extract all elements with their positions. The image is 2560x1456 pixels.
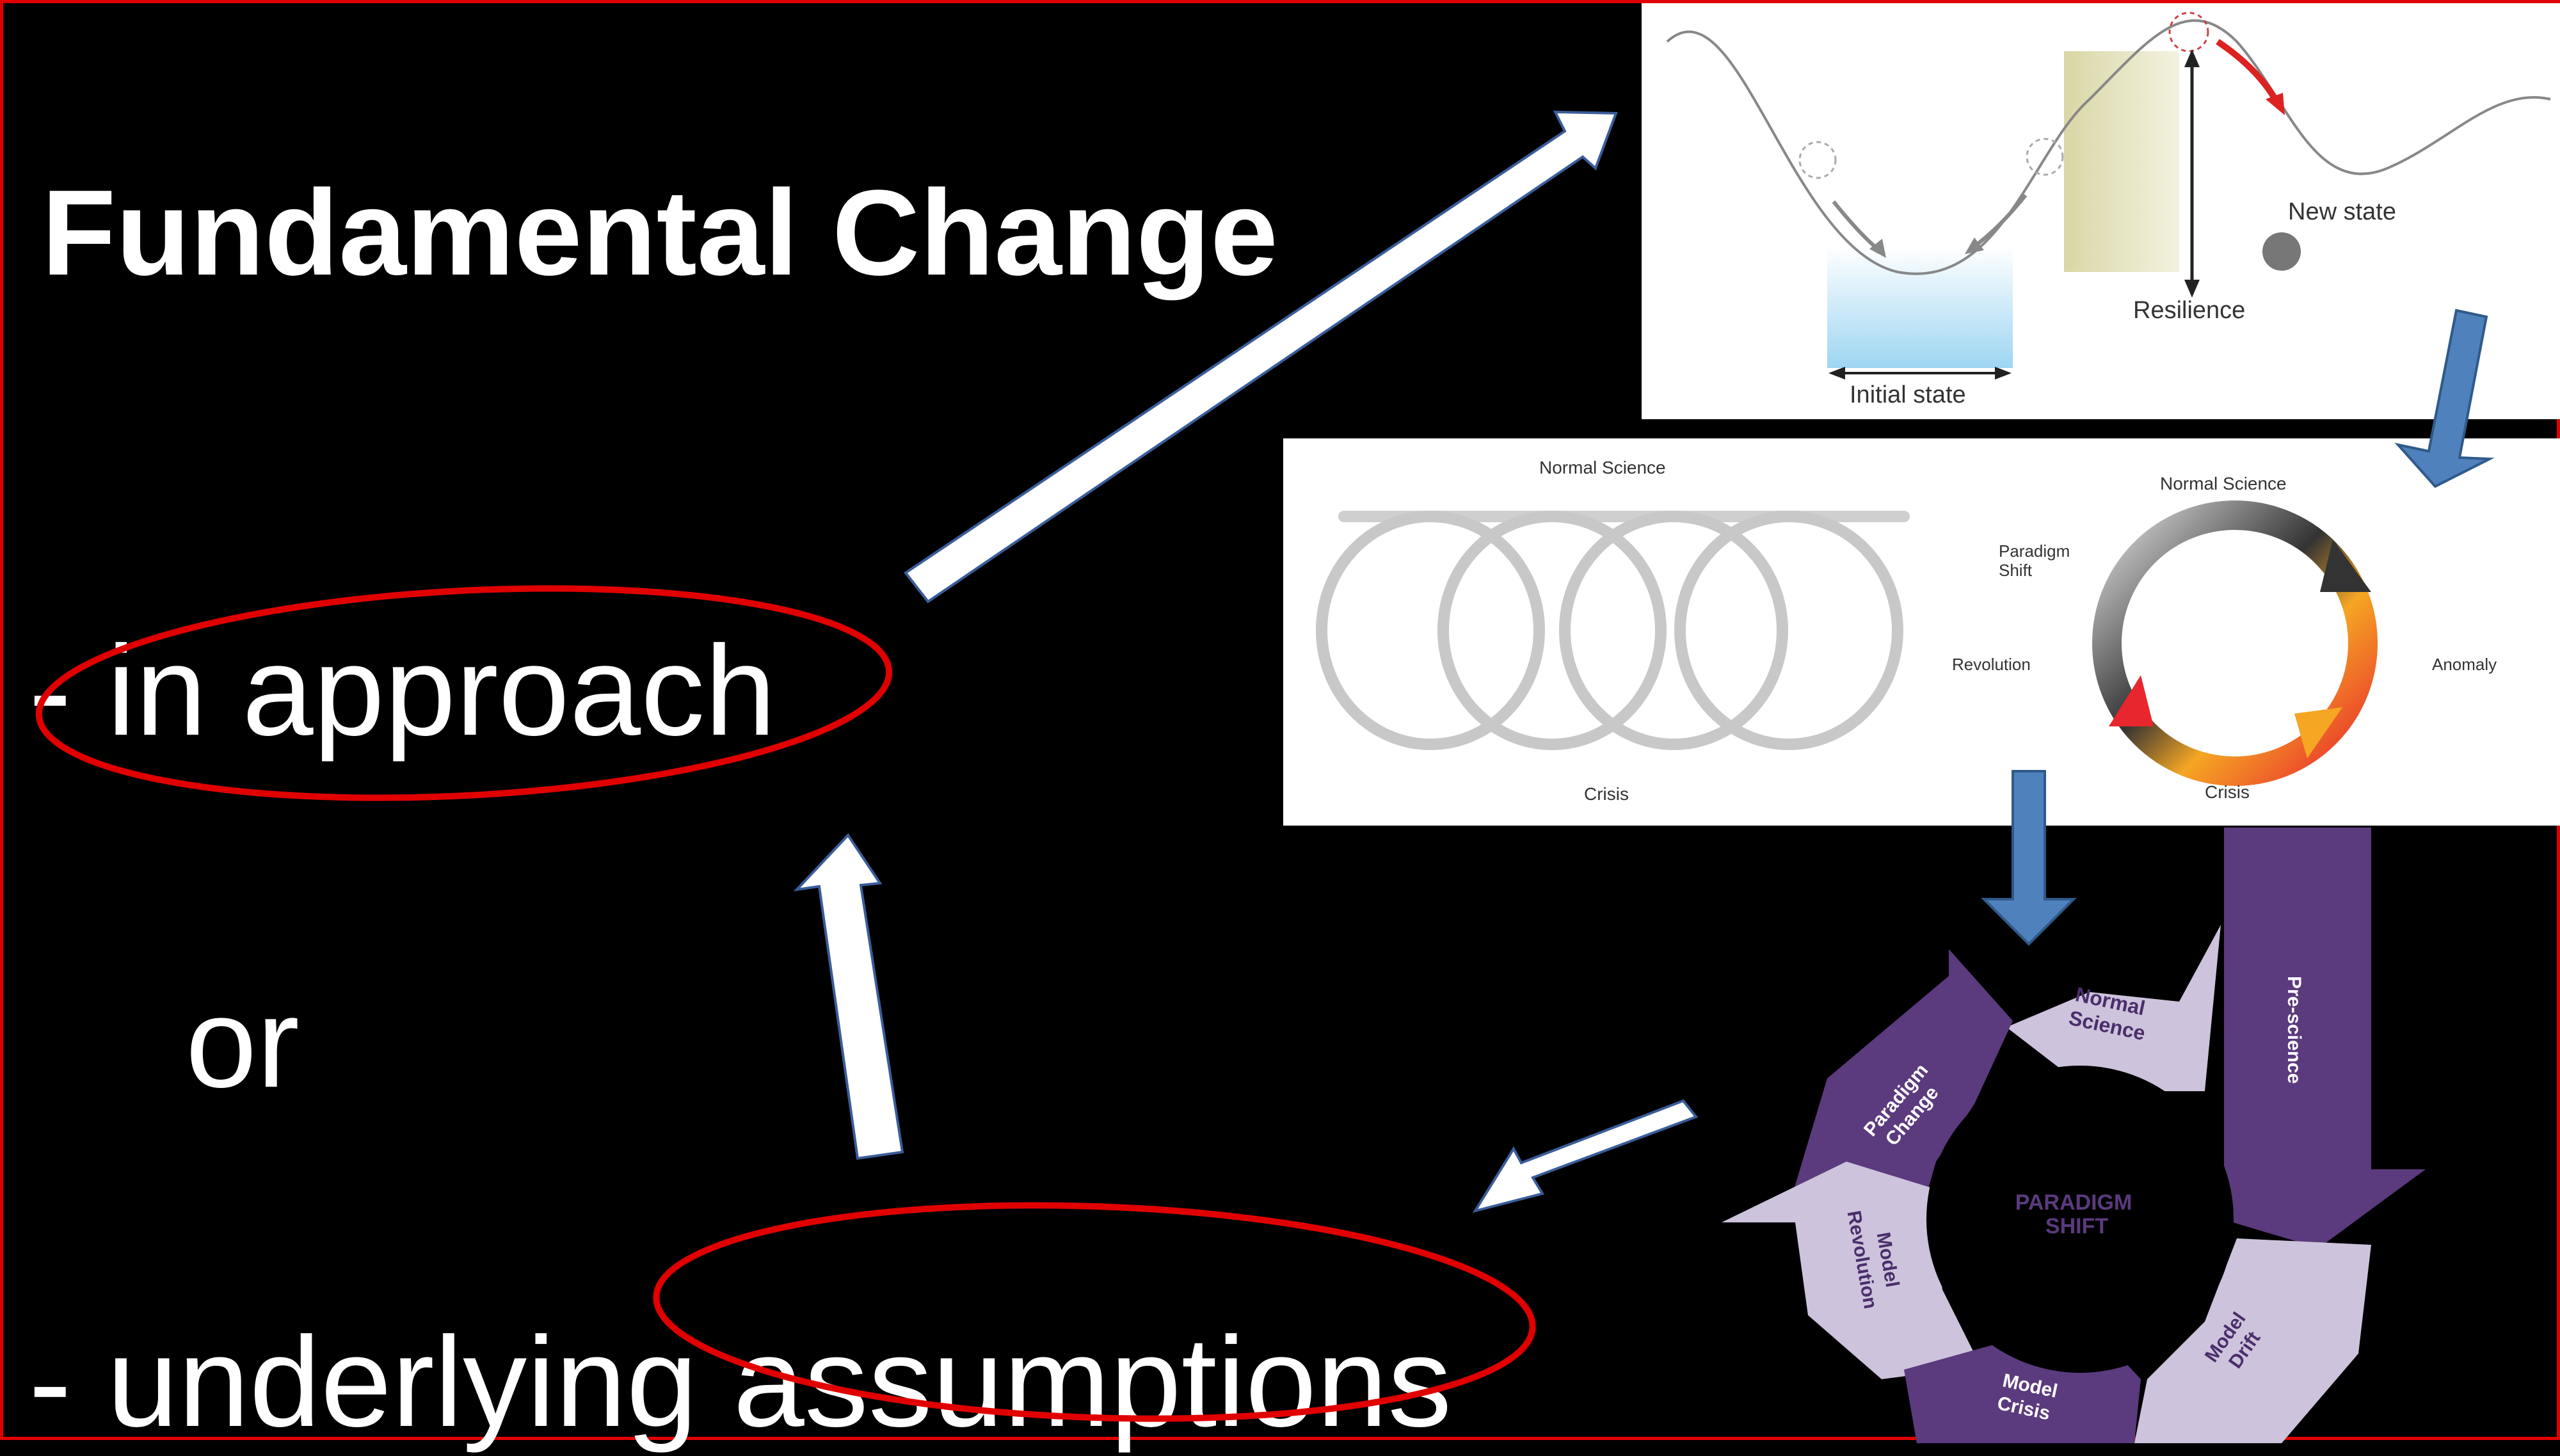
flow-arrow-down-2 (1981, 770, 2077, 946)
segment-model-revolution (1722, 1162, 1981, 1379)
cycle-crisis-label: Crisis (2205, 782, 2250, 802)
approach-line: - in approach (29, 620, 776, 762)
segment-model-drift (2134, 1238, 2371, 1443)
initial-state-label: Initial state (1850, 381, 1966, 408)
cycle-arrowhead-1 (2320, 540, 2371, 592)
new-state-label: New state (2288, 198, 2396, 225)
assumptions-line: - underlying assumptions (29, 1311, 1452, 1453)
prescience-label: Pre-science (2284, 976, 2305, 1084)
slide-title: Fundamental Change (42, 165, 1278, 301)
segment-paradigm-change (1789, 949, 2013, 1206)
ball-ghost-left (1798, 141, 1837, 179)
kuhn-graphic: Normal Science Crisis Normal Science Par… (1316, 458, 2497, 804)
kuhn-cycle-diagram: Normal Science Crisis Normal Science Par… (1283, 438, 2560, 826)
center-paradigm-label: PARADIGM (2015, 1190, 2132, 1215)
cycle-center (1926, 1066, 2234, 1373)
spiral-crisis-label: Crisis (1584, 784, 1629, 804)
resilience-fill (2064, 51, 2179, 272)
cycle-revolution-label: Revolution (1952, 655, 2031, 674)
paradigm-shift-cycle: PARADIGM SHIFT Normal Science Pre-scienc… (1722, 828, 2426, 1443)
stability-curve (1666, 19, 2551, 275)
arrow-approach-to-resilience (904, 110, 1618, 604)
prescience-band (2179, 828, 2426, 1248)
ball-ghost-right (2026, 138, 2064, 176)
roll-arrow-right (1973, 194, 2028, 248)
segment-normal-science (2006, 925, 2221, 1091)
arrow-assumptions-to-approach (793, 833, 904, 1160)
cycle-normal-science-label: Normal Science (2160, 474, 2287, 493)
kuhn-cycle-ring (2092, 500, 2378, 786)
spiral-normal-science-label: Normal Science (1539, 458, 1666, 477)
resilience-graphic: Initial state Resilience New state (1666, 12, 2551, 408)
resilience-diagram: Initial state Resilience New state (1642, 3, 2560, 419)
cycle-arrowhead-3 (2109, 675, 2154, 726)
cycle-shift-label: Shift (1999, 561, 2033, 580)
center-shift-label: SHIFT (2045, 1214, 2108, 1238)
tipping-arrow (2216, 38, 2278, 101)
initial-basin-fill (1827, 246, 2013, 368)
flow-arrow-down-1 (2394, 308, 2495, 488)
or-line: or (186, 972, 300, 1114)
highlight-approach (35, 585, 893, 801)
cycle-anomaly-label: Anomaly (2432, 655, 2497, 674)
arrow-cycle-to-assumptions (1472, 1099, 1699, 1213)
resilience-label: Resilience (2133, 297, 2245, 324)
overlay-graphics: PARADIGM SHIFT Normal Science Pre-scienc… (35, 110, 2495, 1443)
highlight-assumptions (653, 1202, 1536, 1422)
cycle-arrowhead-2 (2294, 707, 2342, 758)
ball (2262, 232, 2301, 271)
cycle-paradigm-label: Paradigm (1999, 541, 2070, 561)
ball-ghost-top (2168, 12, 2209, 52)
spiral (1316, 511, 1903, 750)
